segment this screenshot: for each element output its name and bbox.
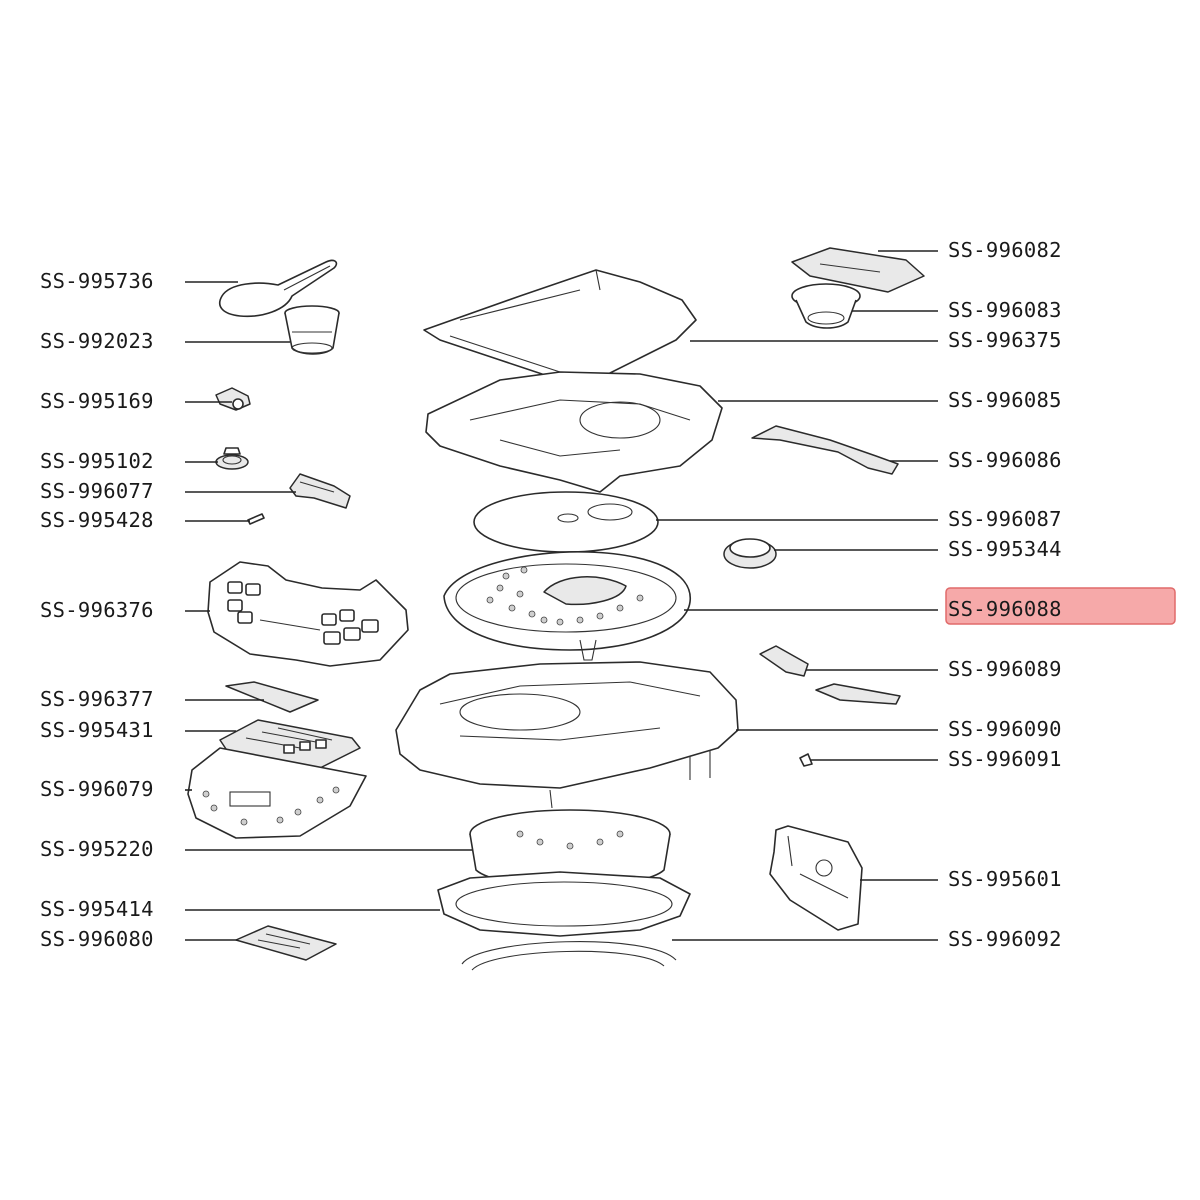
label-ss-996079: SS-996079 (40, 777, 154, 801)
base-ring-part (437, 871, 691, 937)
inner-lid-part (443, 551, 691, 661)
label-ss-996092: SS-996092 (948, 927, 1062, 951)
outer-lid-part (423, 269, 697, 393)
label-ss-995102: SS-995102 (40, 449, 154, 473)
label-ss-996088: SS-996088 (948, 597, 1062, 621)
label-ss-995431: SS-995431 (40, 718, 154, 742)
screw-part (247, 513, 265, 525)
clip-part (215, 387, 251, 411)
label-ss-996085: SS-996085 (948, 388, 1062, 412)
label-ss-996082: SS-996082 (948, 238, 1062, 262)
main-body-part (395, 661, 739, 809)
small-plate-part (235, 925, 337, 961)
label-ss-996086: SS-996086 (948, 448, 1062, 472)
small-screw-part (799, 753, 813, 767)
label-ss-996091: SS-996091 (948, 747, 1062, 771)
label-ss-995736: SS-995736 (40, 269, 154, 293)
label-ss-995601: SS-995601 (948, 867, 1062, 891)
spoon-part (218, 259, 338, 318)
valve-assembly-part (791, 283, 861, 329)
inner-lid-plate-part (473, 491, 659, 553)
control-panel-part (207, 561, 409, 667)
label-ss-996080: SS-996080 (40, 927, 154, 951)
main-board-part (187, 747, 367, 839)
label-ss-995414: SS-995414 (40, 897, 154, 921)
label-ss-995220: SS-995220 (40, 837, 154, 861)
label-ss-995344: SS-995344 (948, 537, 1062, 561)
label-ss-996077: SS-996077 (40, 479, 154, 503)
label-ss-996376: SS-996376 (40, 598, 154, 622)
latch-part (759, 645, 901, 705)
label-ss-995428: SS-995428 (40, 508, 154, 532)
label-ss-996089: SS-996089 (948, 657, 1062, 681)
display-window-part (225, 681, 319, 713)
lid-bracket-part (751, 425, 899, 475)
upper-housing-part (425, 371, 723, 493)
valve-knob-part (215, 447, 249, 470)
label-ss-996377: SS-996377 (40, 687, 154, 711)
label-ss-996083: SS-996083 (948, 298, 1062, 322)
bottom-cover-part (461, 941, 677, 971)
label-ss-996087: SS-996087 (948, 507, 1062, 531)
heating-pan-part (469, 809, 671, 888)
bracket-part (289, 473, 351, 509)
label-ss-996090: SS-996090 (948, 717, 1062, 741)
handle-part (769, 825, 863, 931)
label-ss-992023: SS-992023 (40, 329, 154, 353)
cup-part (284, 305, 340, 355)
highlight-box (945, 587, 1176, 625)
label-ss-996375: SS-996375 (948, 328, 1062, 352)
label-ss-995169: SS-995169 (40, 389, 154, 413)
seal-ring-part (723, 538, 777, 569)
lid-button-part (791, 247, 925, 293)
